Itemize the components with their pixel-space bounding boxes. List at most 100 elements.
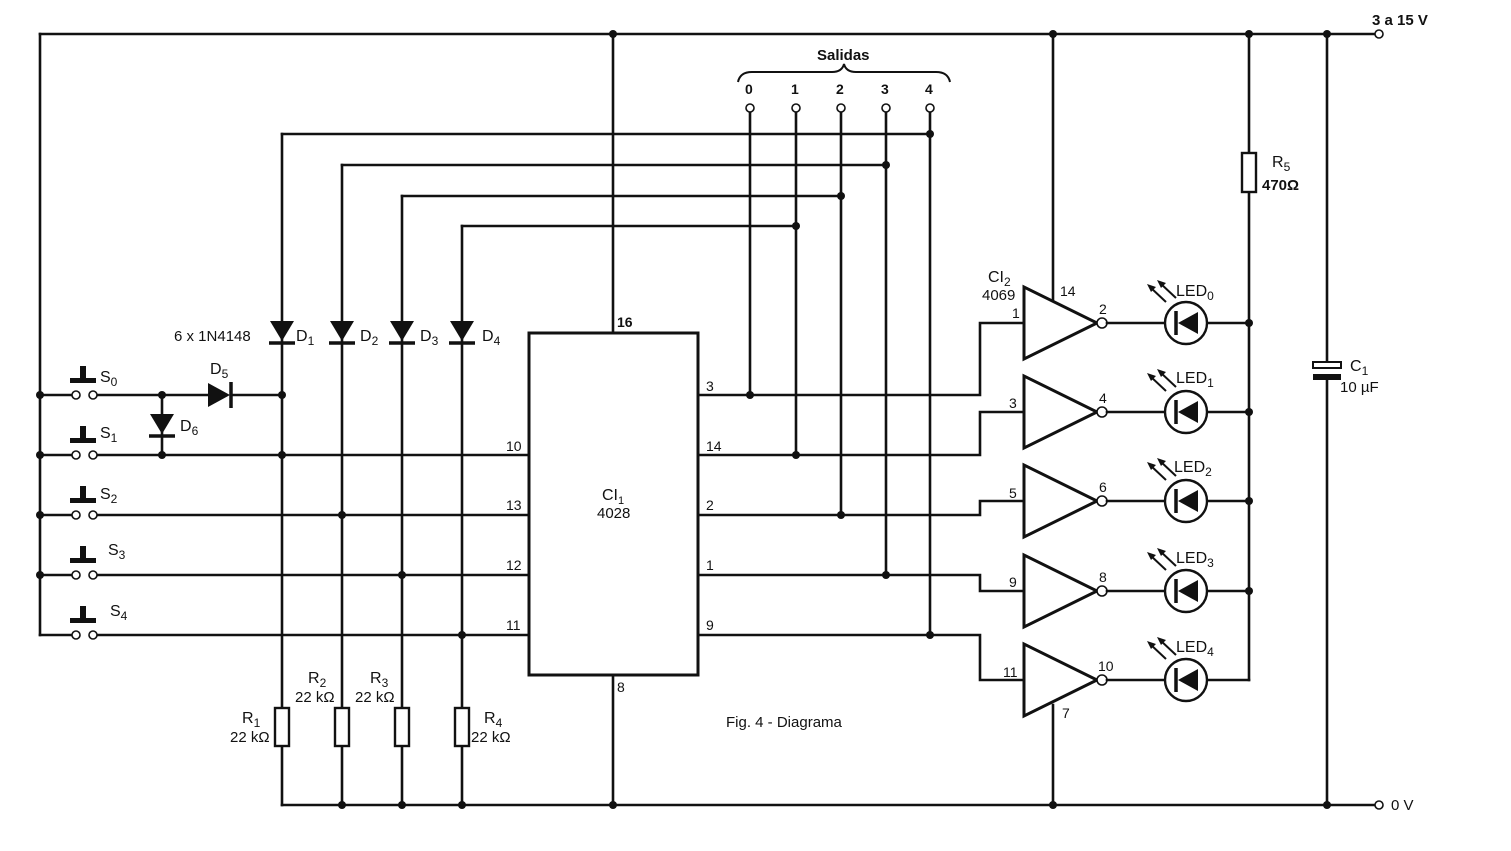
resistor-label-r5: R5 [1272,154,1291,174]
ic1-left-pin: 13 [506,497,522,513]
inverter-gate [1022,284,1101,362]
figure-caption: Fig. 4 - Diagrama [726,714,843,731]
output-pin-label: 2 [836,81,844,97]
resistor-value-r5: 470Ω [1262,177,1299,194]
diode-label-d5: D5 [210,361,229,381]
led-label-3: LED3 [1176,550,1214,570]
ic2-output-pin: 4 [1099,390,1107,406]
diode-d1 [269,321,295,345]
outputs-bracket [737,63,951,83]
ic2-pin-gnd: 7 [1062,705,1070,721]
output-pin-label: 4 [925,81,933,97]
led-label-2: LED2 [1174,459,1212,479]
ic1-left-pin: 10 [506,438,522,454]
resistor-value-r3: 22 kΩ [355,689,395,706]
led-label-1: LED1 [1176,370,1214,390]
switch-label-s2: S2 [100,486,118,506]
ic2-pin-vdd: 14 [1060,283,1076,299]
pushbutton-switch-s1 [70,426,98,460]
ground-label: 0 V [1391,797,1414,814]
resistor-r1 [273,706,291,748]
resistor-r3 [393,706,411,748]
ic2-output-pin: 6 [1099,479,1107,495]
resistor-r4 [453,706,471,748]
ic1-right-pin: 9 [706,617,714,633]
resistor-value-r2: 22 kΩ [295,689,335,706]
ic1-pin-bottom: 8 [617,679,625,695]
ic1-decoder [527,32,700,807]
ic2-output-pin: 10 [1098,658,1114,674]
vplus-terminal [1374,29,1384,39]
output-pin-label: 0 [745,81,753,97]
ic1-left-pin: 12 [506,557,522,573]
ic2-name: CI2 [988,269,1011,289]
diode-d3 [389,321,415,345]
ic2-input-pin: 5 [1009,485,1017,501]
ic2-input-pin: 3 [1009,395,1017,411]
switch-label-s0: S0 [100,369,118,389]
output-pin-label: 1 [791,81,799,97]
ic1-left-pin: 11 [506,617,521,633]
ic2-input-pin: 9 [1009,574,1017,590]
ic1-pin-top: 16 [617,314,633,330]
pushbutton-switch-s4 [70,606,98,640]
pushbutton-switch-s3 [70,546,98,580]
ground-terminal [1374,800,1384,810]
diode-d4 [449,321,475,345]
ic1-right-pin: 3 [706,378,714,394]
ic1-name: CI1 [602,487,624,507]
ic2-output-pin: 2 [1099,301,1107,317]
led-2 [1147,458,1209,524]
diode-label-d3: D3 [420,328,439,348]
diode-type-note: 6 x 1N4148 [174,328,251,345]
pushbutton-switch-s2 [70,486,98,520]
ic1-part: 4028 [597,505,630,522]
inverter-gate [1022,641,1101,719]
ic2-input-pin: 11 [1003,664,1018,680]
inverter-gate [1022,373,1101,451]
led-3 [1147,548,1209,614]
supply-voltage-label: 3 a 15 V [1372,12,1428,29]
switch-label-s1: S1 [100,425,118,445]
resistor-value-r1: 22 kΩ [230,729,270,746]
resistor-r5 [1240,151,1258,194]
output-pin-label: 3 [881,81,889,97]
diode-d6 [149,393,175,457]
inverter-gate [1022,462,1101,540]
ic1-right-pin: 1 [706,557,714,573]
diode-label-d2: D2 [360,328,379,348]
ic2-part: 4069 [982,287,1015,304]
diode-d5 [208,382,233,408]
switch-wiring [36,391,531,639]
diode-label-d1: D1 [296,328,315,348]
led-4 [1147,637,1209,703]
led-0 [1147,280,1209,346]
inverter-gate [1022,552,1101,630]
diode-label-d4: D4 [482,328,501,348]
resistor-label-r4: R4 [484,710,503,730]
resistor-value-r4: 22 kΩ [471,729,511,746]
resistor-label-r2: R2 [308,670,327,690]
led-label-0: LED0 [1176,283,1214,303]
led-1 [1147,369,1209,435]
diode-columns [280,132,932,807]
diode-label-d6: D6 [180,418,199,438]
ic2-output-pin: 8 [1099,569,1107,585]
switch-label-s4: S4 [110,603,128,623]
resistor-label-r3: R3 [370,670,389,690]
pushbutton-switch-s0 [70,366,98,400]
ic1-right-pin: 2 [706,497,714,513]
output-wiring [696,103,1026,682]
capacitor-value: 10 µF [1340,379,1379,396]
capacitor-c1 [1312,32,1342,807]
resistor-label-r1: R1 [242,710,261,730]
ic2-inverters [1022,32,1108,807]
ic2-input-pin: 1 [1012,305,1020,321]
diode-d2 [329,321,355,345]
ic1-right-pin: 14 [706,438,722,454]
switch-label-s3: S3 [108,542,126,562]
resistor-r2 [333,706,351,748]
capacitor-label: C1 [1350,358,1369,378]
outputs-title: Salidas [817,47,870,64]
